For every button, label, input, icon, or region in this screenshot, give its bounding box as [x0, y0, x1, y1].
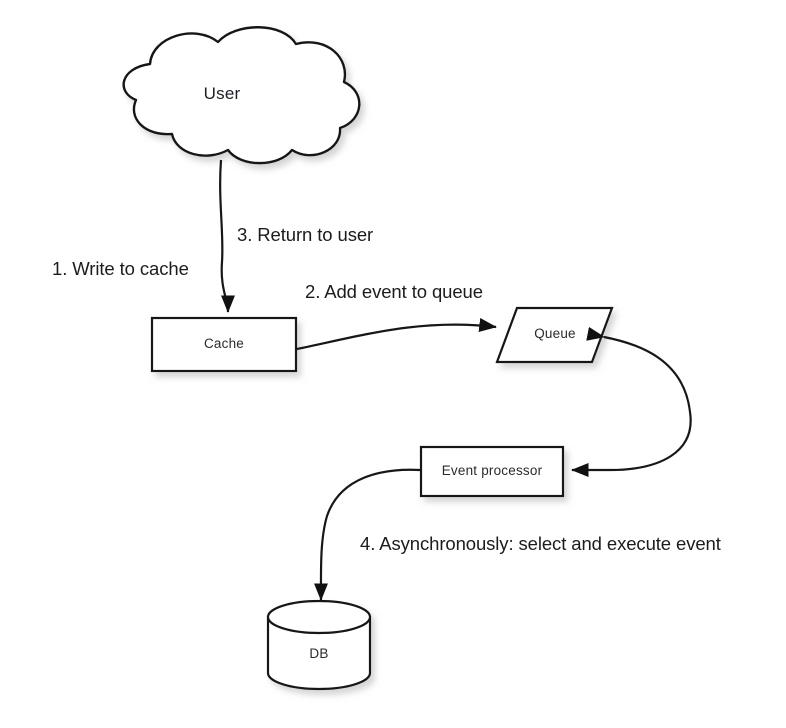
node-event-processor[interactable] [419, 445, 565, 498]
node-label-queue: Queue [534, 326, 576, 341]
edge-label-step-2: 2. Add event to queue [305, 281, 483, 302]
edge-cache-to-queue [296, 318, 497, 351]
edge-event-processor-to-db [313, 468, 421, 601]
node-user[interactable] [122, 26, 361, 165]
node-label-event-processor: Event processor [441, 463, 543, 478]
node-db[interactable] [266, 599, 372, 691]
node-label-db: DB [309, 646, 329, 661]
edge-label-step-1: 1. Write to cache [52, 258, 189, 279]
edge-label-step-3: 3. Return to user [237, 224, 374, 245]
node-label-cache: Cache [203, 336, 245, 351]
node-label-user: User [203, 84, 241, 103]
edge-loop-queue-event-processor [571, 326, 692, 478]
edge-user-to-cache [219, 159, 236, 313]
edge-label-step-4: 4. Asynchronously: select and execute ev… [360, 533, 721, 554]
node-cache[interactable] [150, 316, 298, 373]
